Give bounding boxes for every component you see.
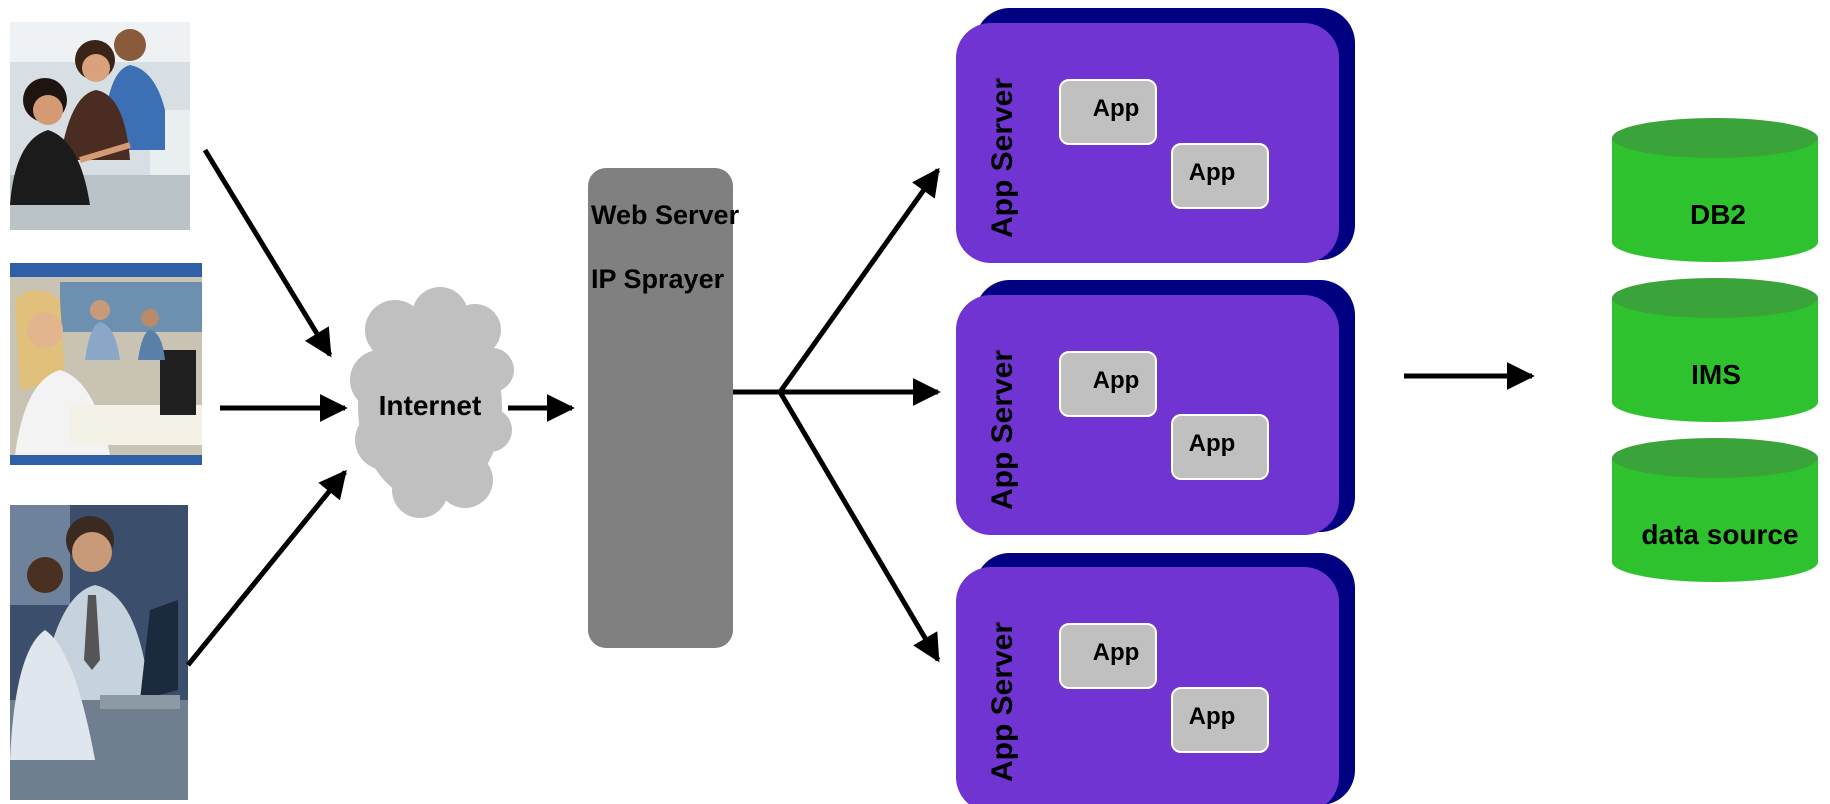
arrow-to-app-server-1 xyxy=(777,167,941,394)
app-server-2: App Server App App xyxy=(956,280,1355,535)
arrow-user1-to-internet xyxy=(202,148,333,358)
cloud-icon xyxy=(350,287,514,518)
app-server-label: App Server xyxy=(986,78,1019,238)
app-label: App xyxy=(1189,430,1236,457)
user-photo-3 xyxy=(10,505,188,800)
app-server-3: App Server App App xyxy=(956,553,1355,804)
app-label: App xyxy=(1189,159,1236,186)
app-label: App xyxy=(1189,703,1236,730)
app-label: App xyxy=(1093,95,1140,122)
web-server-box xyxy=(588,168,733,648)
web-server-label: Web Server xyxy=(591,200,740,230)
internet-label: Internet xyxy=(379,390,482,421)
arrow-to-app-server-3 xyxy=(777,390,941,663)
arrow-user3-to-internet xyxy=(186,469,347,667)
database-label: IMS xyxy=(1691,359,1741,390)
database-label: data source xyxy=(1641,519,1798,550)
app-label: App xyxy=(1093,367,1140,394)
database-db2: DB2 xyxy=(1612,118,1818,262)
database-label: DB2 xyxy=(1690,199,1746,230)
ip-sprayer-label: IP Sprayer xyxy=(591,264,725,294)
web-server: Web Server IP Sprayer xyxy=(588,168,740,648)
database-ims: IMS xyxy=(1612,278,1818,422)
app-server-label: App Server xyxy=(986,622,1019,782)
app-server-label: App Server xyxy=(986,350,1019,510)
internet-cloud: Internet xyxy=(350,287,514,518)
user-photo-1 xyxy=(10,22,190,230)
app-server-1: App Server App App xyxy=(956,8,1355,263)
user-photo-2 xyxy=(10,263,202,465)
app-label: App xyxy=(1093,639,1140,666)
database-data-source: data source xyxy=(1612,438,1818,582)
